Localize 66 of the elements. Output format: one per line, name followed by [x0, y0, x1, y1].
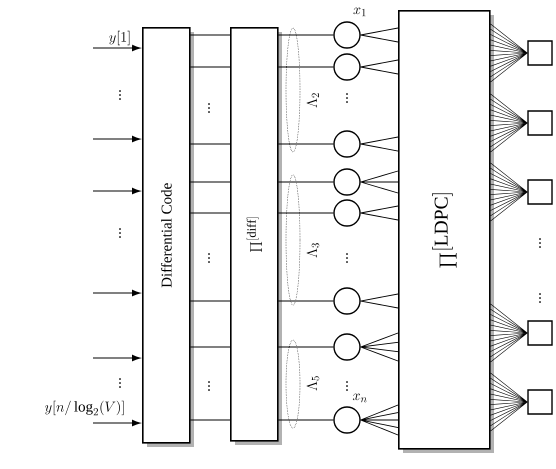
ellipsis-dots: $\vdots$	[208, 381, 210, 391]
group-ellipse	[286, 340, 300, 428]
edge-fan	[360, 404, 398, 436]
ellipsis-dots: $\vdots$	[119, 228, 121, 238]
edge-fan	[490, 304, 528, 362]
edge-label: $y[1]$	[109, 30, 130, 46]
ellipsis-dots: $\vdots$	[539, 293, 541, 303]
edge-label: $y[n/\log_2(V)]$	[45, 400, 124, 416]
variable-node-circle	[333, 130, 361, 158]
ellipsis-dots: $\vdots$	[346, 93, 348, 103]
interleaver-block: $\Pi^{[\mathrm{diff}]}$	[230, 27, 282, 445]
check-node-square	[527, 110, 553, 136]
check-node-square	[527, 320, 553, 346]
connection-line	[190, 34, 230, 36]
interleaver-block: $\Pi^{[\mathrm{LDPC}]}$	[398, 10, 494, 453]
edge-fan	[360, 206, 398, 220]
ellipsis-dots: $\vdots$	[539, 238, 541, 248]
edge-fan	[490, 162, 528, 222]
edge-fan	[360, 294, 398, 308]
connection-line	[190, 66, 230, 68]
edge-fan	[490, 94, 528, 152]
group-label: $\Lambda_2$	[306, 93, 319, 108]
check-node-square	[527, 40, 553, 66]
check-node-square	[527, 179, 553, 205]
variable-node-circle	[333, 199, 361, 227]
input-arrow	[92, 420, 140, 426]
edge-fan	[360, 60, 398, 74]
group-label: $\Lambda_3$	[306, 243, 320, 258]
ellipsis-dots: $\vdots$	[208, 103, 210, 113]
connection-line	[278, 346, 334, 348]
connection-line	[190, 212, 230, 214]
edge-fan	[490, 24, 528, 82]
connection-line	[278, 66, 334, 68]
code-block: Differential Code	[142, 27, 194, 447]
group-ellipse	[286, 28, 300, 152]
ellipsis-dots: $\vdots$	[346, 253, 348, 263]
group-label: $\Lambda_5$	[306, 376, 320, 390]
variable-label: $x_n$	[352, 394, 367, 402]
input-arrow	[92, 188, 140, 194]
input-arrow	[92, 44, 140, 52]
input-arrow	[92, 136, 140, 142]
input-arrow	[92, 290, 140, 296]
input-arrow	[92, 354, 140, 362]
connection-line	[190, 346, 230, 348]
variable-node-circle	[333, 53, 361, 81]
variable-node-circle	[333, 406, 361, 434]
group-ellipse	[286, 174, 300, 306]
connection-line	[278, 34, 334, 36]
connection-line	[278, 212, 334, 214]
edge-fan	[360, 170, 398, 194]
connection-line	[190, 300, 230, 302]
ellipsis-dots: $\vdots$	[119, 378, 121, 388]
ellipsis-dots: $\vdots$	[119, 90, 121, 100]
check-node-square	[527, 389, 553, 415]
variable-node-circle	[333, 333, 361, 361]
ellipsis-dots: $\vdots$	[208, 253, 210, 263]
variable-node-circle	[333, 287, 361, 315]
connection-line	[278, 300, 334, 302]
edge-fan	[360, 136, 398, 152]
variable-node-circle	[333, 21, 361, 49]
variable-node-circle	[333, 168, 361, 196]
ellipsis-dots: $\vdots$	[346, 381, 348, 391]
edge-fan	[360, 332, 398, 362]
edge-fan	[490, 372, 528, 432]
variable-label: $x_1$	[353, 8, 366, 16]
edge-fan	[360, 28, 398, 42]
